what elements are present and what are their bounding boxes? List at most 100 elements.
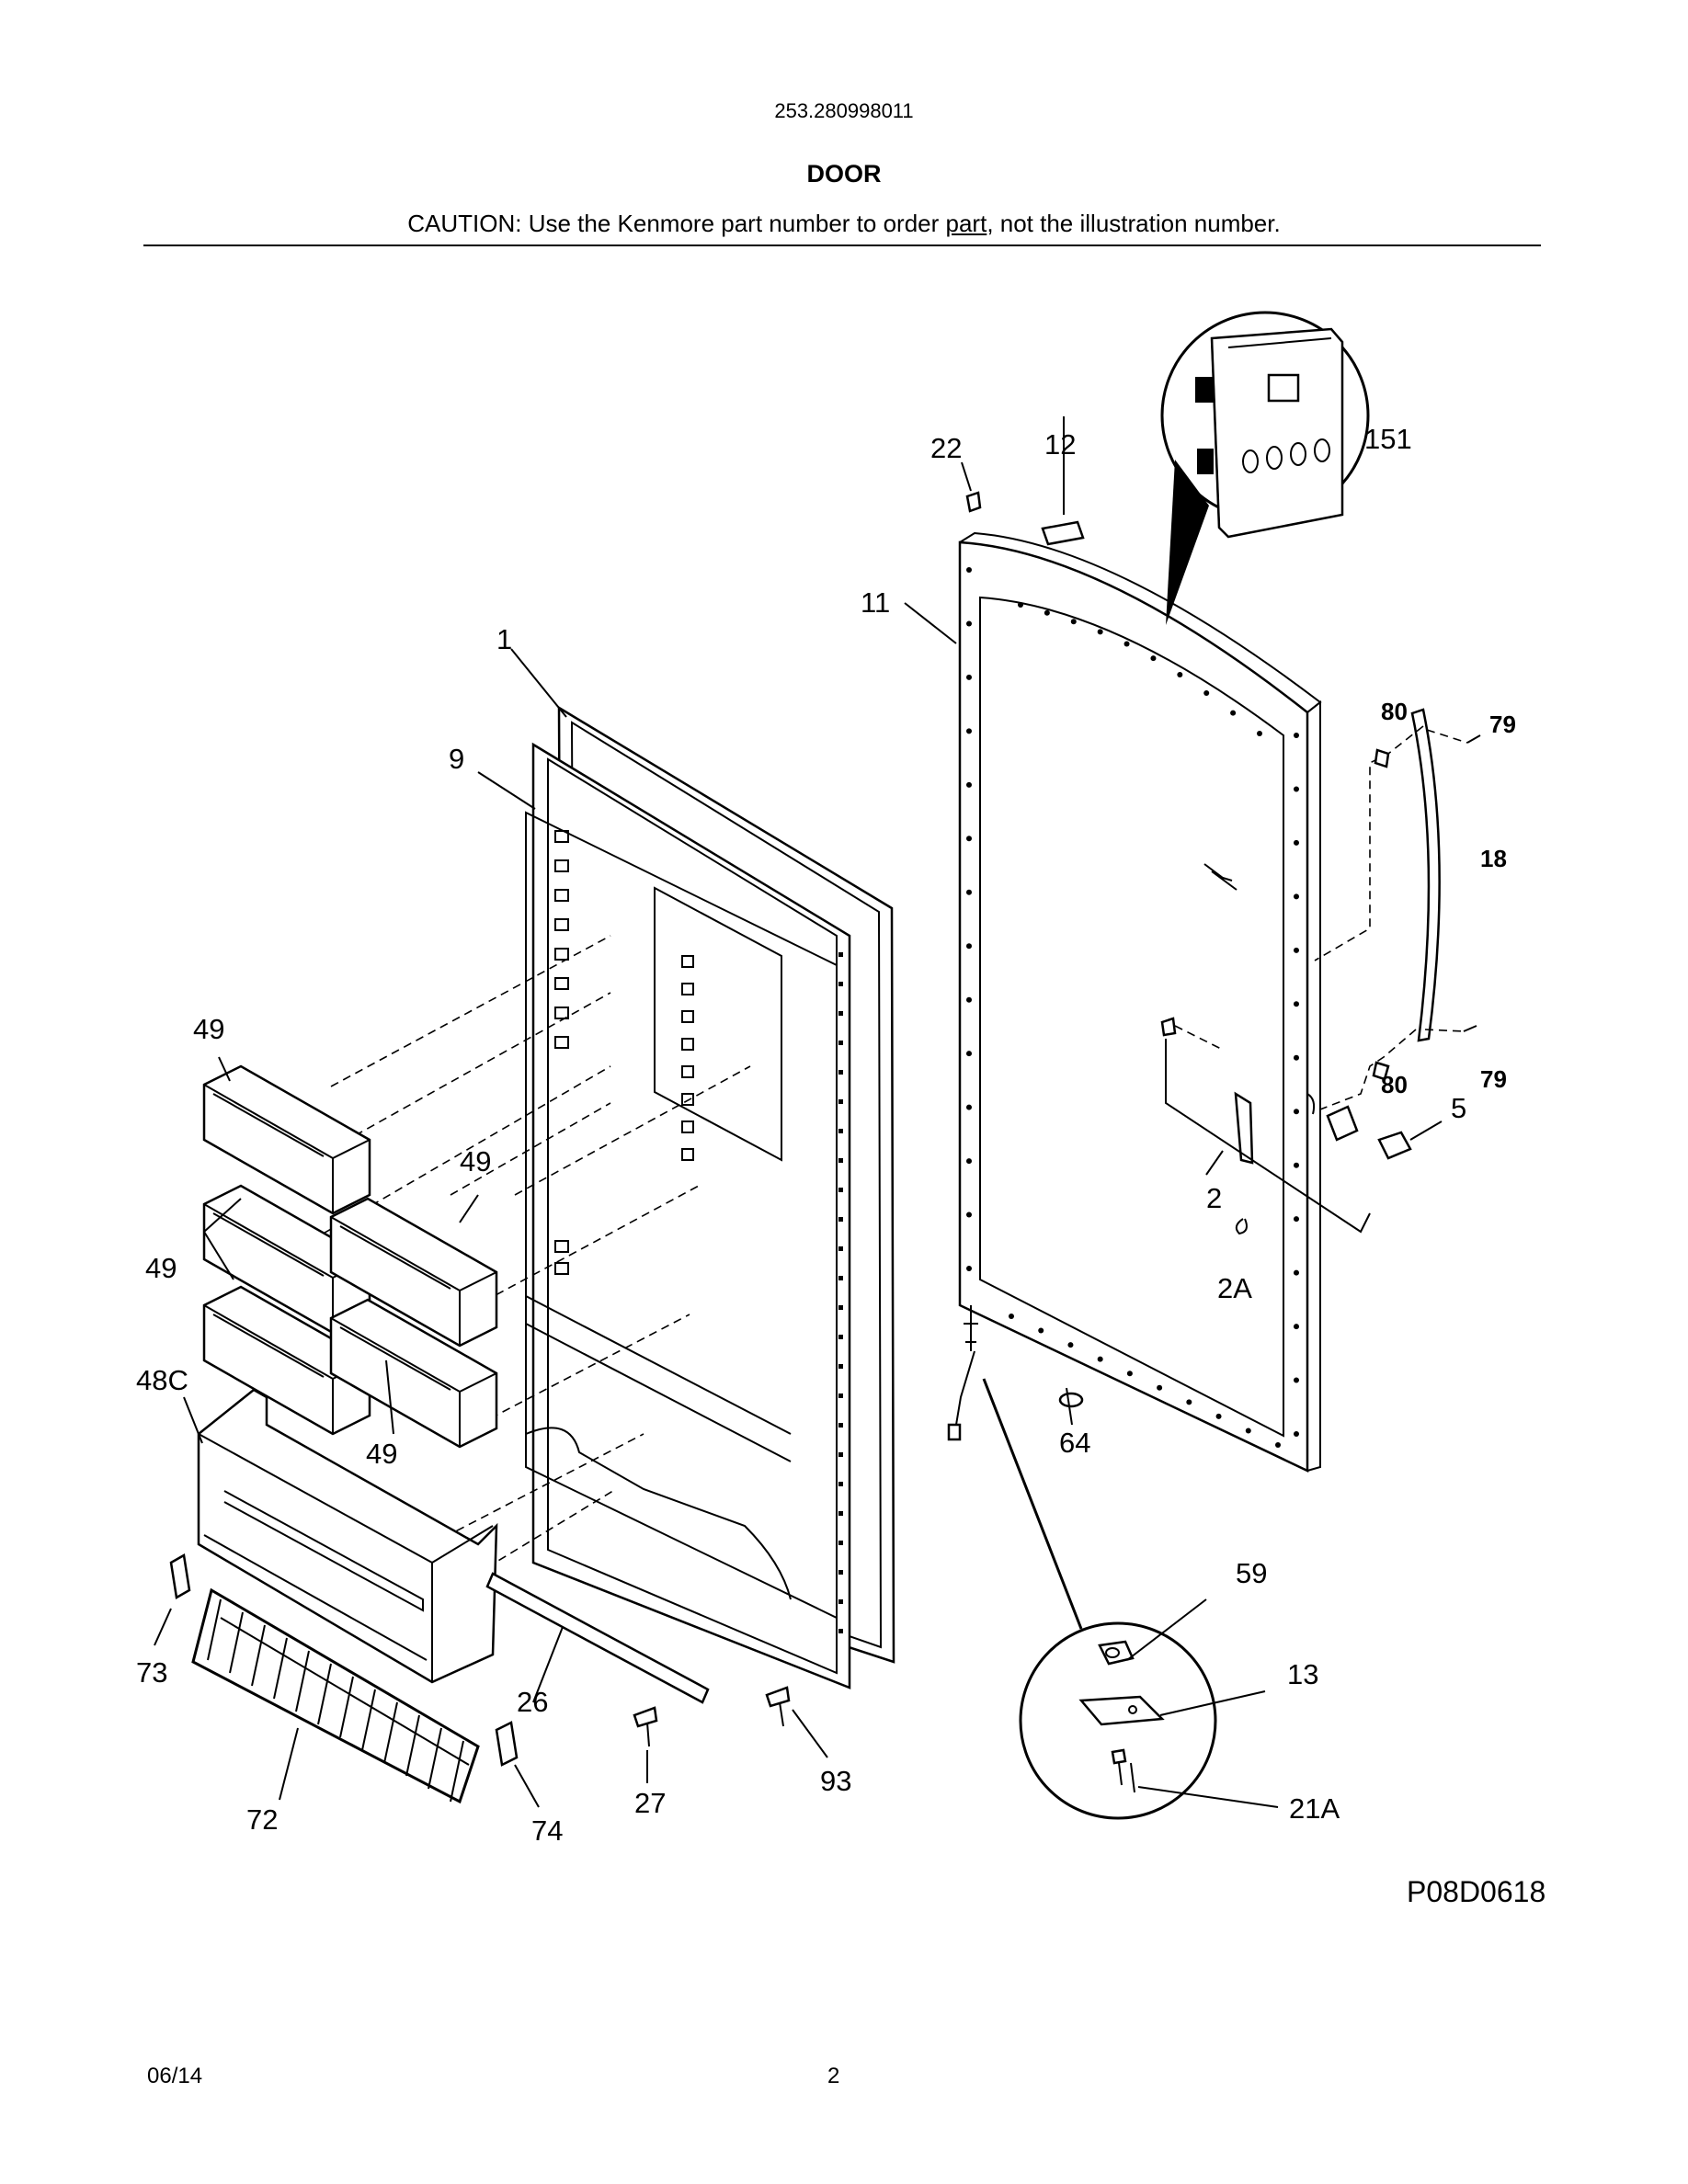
screw-part-27 [633, 1706, 658, 1783]
liner-dot [838, 1276, 843, 1280]
mounting-hole [1230, 710, 1237, 716]
bin-lip [212, 1212, 325, 1277]
mounting-hole [1294, 1216, 1299, 1223]
callout-49-top: 49 [193, 1013, 224, 1045]
rack-wire [317, 1663, 332, 1725]
liner-dot [838, 1599, 843, 1604]
liner-shelf-tabs [554, 830, 694, 1275]
mounting-hole [1038, 1327, 1044, 1334]
door-handle [1312, 708, 1481, 1113]
mounting-hole [966, 996, 972, 1003]
mounting-hole [1009, 1314, 1014, 1319]
mounting-hole [1257, 731, 1262, 736]
callout-74: 74 [531, 1814, 563, 1847]
mounting-hole [966, 728, 972, 734]
door-bin-49 [202, 1285, 371, 1436]
mounting-hole [1294, 733, 1299, 738]
bin-body [329, 1298, 498, 1449]
mounting-hole [1294, 1109, 1299, 1115]
mounting-hole [1294, 1162, 1299, 1168]
mounting-hole [1067, 1342, 1074, 1348]
callout-151: 151 [1364, 423, 1412, 455]
mounting-hole [1294, 1431, 1299, 1437]
shelf-tab [681, 1038, 694, 1051]
callout-48c: 48C [136, 1364, 188, 1396]
mounting-hole [1157, 1384, 1163, 1391]
callout-11: 11 [861, 586, 890, 619]
callout-59: 59 [1236, 1557, 1267, 1589]
leader-lines [183, 602, 1073, 1444]
header-rule [143, 245, 1541, 246]
callout-18: 18 [1480, 845, 1507, 872]
shelf-tab [554, 859, 569, 872]
mounting-hole [966, 889, 972, 895]
bin-lip [339, 1225, 451, 1290]
bin-edge [203, 1084, 371, 1213]
callout-2: 2 [1206, 1182, 1222, 1214]
mounting-hole [966, 1158, 972, 1165]
plug-part-22 [961, 461, 982, 513]
callout-79-bottom: 79 [1480, 1065, 1507, 1093]
shelf-tab [554, 1036, 569, 1049]
liner-dot [838, 1099, 843, 1104]
mounting-hole [1245, 1428, 1251, 1434]
mounting-hole [966, 781, 972, 788]
mounting-hole [1294, 1054, 1299, 1061]
mounting-hole [1044, 609, 1050, 616]
mounting-hole [1294, 786, 1299, 792]
callout-26: 26 [517, 1686, 548, 1718]
mounting-hole [966, 836, 972, 842]
bin-body [329, 1197, 498, 1348]
mounting-hole [966, 674, 972, 680]
mounting-hole [1097, 629, 1103, 635]
hinge-callout [982, 1378, 1279, 1820]
callout-49-bottom: 49 [366, 1438, 397, 1470]
section-title: DOOR [806, 160, 882, 188]
liner-dot [838, 1305, 843, 1310]
mounting-hole [966, 1051, 972, 1057]
shelf-tab [554, 830, 569, 843]
caution-part-link: part [945, 210, 987, 237]
callout-79-top: 79 [1489, 711, 1516, 738]
shelf-tab [681, 955, 694, 968]
model-number: 253.280998011 [774, 99, 914, 122]
screw-part-93 [765, 1686, 828, 1758]
mounting-hole [1177, 672, 1183, 678]
liner-dot [838, 1246, 843, 1251]
rack-wire [383, 1701, 398, 1764]
rail-part-26 [485, 1572, 710, 1704]
callout-27: 27 [634, 1787, 666, 1819]
door-stop-part-5 [1306, 1093, 1443, 1160]
liner-dot [838, 1335, 843, 1339]
bin-lip [212, 1314, 325, 1378]
shelf-tab [681, 1120, 694, 1133]
callout-49-middle: 49 [460, 1145, 491, 1177]
shelf-tab [554, 1262, 569, 1275]
liner-dot [838, 1629, 843, 1633]
shelf-tab [681, 1065, 694, 1078]
shelf-tab [681, 1093, 694, 1106]
rack-wire [207, 1598, 222, 1661]
bin-lip [212, 1093, 325, 1157]
callout-21a: 21A [1289, 1792, 1340, 1825]
shelf-tab [554, 889, 569, 902]
rack-wire [229, 1611, 244, 1674]
door-bin-49 [329, 1197, 498, 1348]
door-bin-49 [202, 1064, 371, 1215]
liner-edge-dots [838, 952, 843, 1633]
end-cap-part-73 [154, 1553, 191, 1646]
mounting-hole [1294, 1324, 1299, 1330]
mounting-hole [1294, 893, 1299, 900]
shelf-tab [554, 977, 569, 990]
mounting-hole [1097, 1356, 1103, 1362]
page-number: 2 [827, 2064, 840, 2088]
mounting-hole [1294, 1269, 1299, 1276]
wire-rack [191, 1587, 480, 1804]
mounting-hole [1150, 655, 1157, 662]
end-cap-part-74 [495, 1721, 540, 1808]
rack-wires [207, 1598, 464, 1803]
mounting-hole [1186, 1399, 1192, 1405]
shelf-tab [554, 1007, 569, 1019]
bin-edge [330, 1216, 497, 1346]
